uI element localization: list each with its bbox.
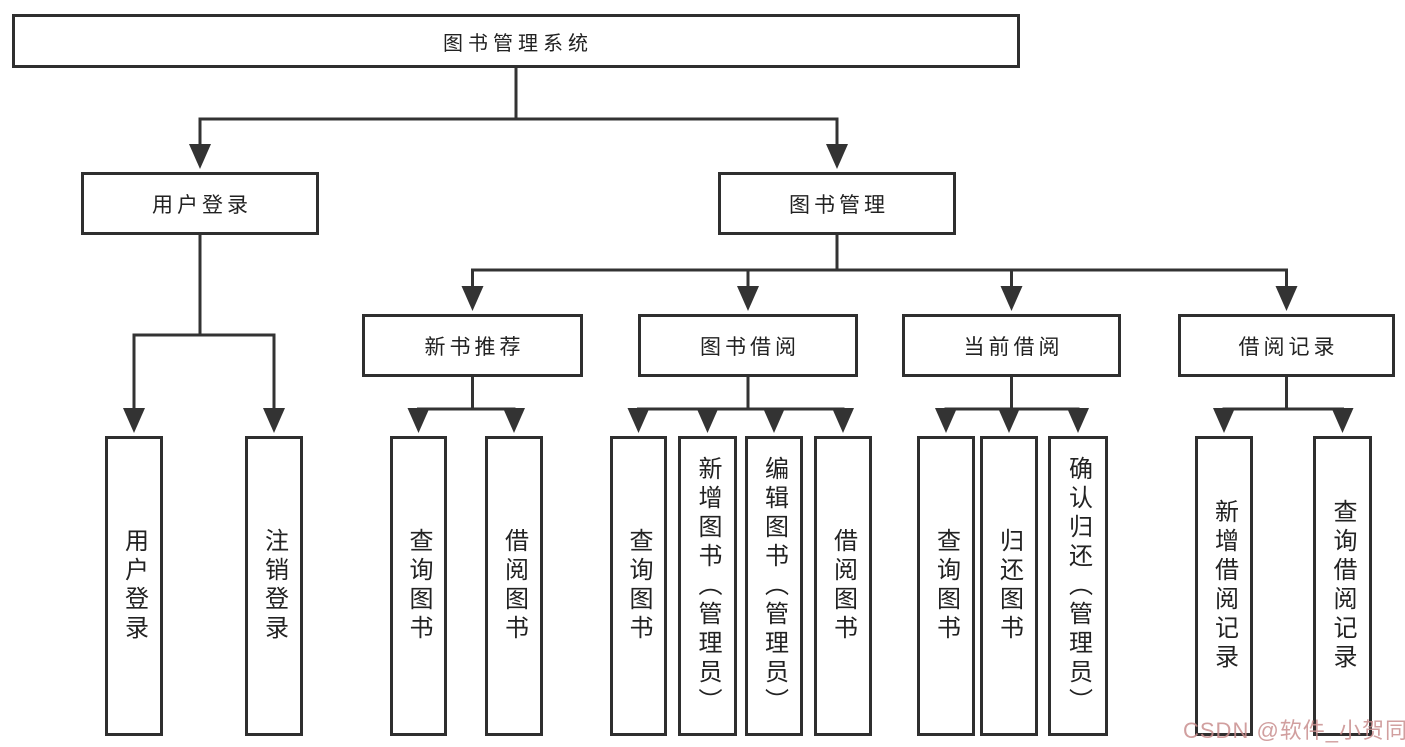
node-label-br-add-record: 新增借阅记录	[1210, 499, 1238, 673]
node-label-book-mgmt: 图书管理	[789, 193, 889, 217]
node-borrow-record: 借阅记录	[1178, 314, 1395, 377]
node-label-cb-query-book: 查询图书	[932, 528, 960, 644]
node-label-cb-confirm-ret: 确认归还（管理员）	[1064, 455, 1092, 717]
node-label-br-query-record: 查询借阅记录	[1329, 499, 1356, 673]
node-book-borrow: 图书借阅	[638, 314, 858, 377]
node-new-book-rec: 新书推荐	[362, 314, 583, 377]
node-br-query-record: 查询借阅记录	[1313, 436, 1372, 736]
node-book-mgmt: 图书管理	[718, 172, 956, 235]
node-label-nb-borrow-book: 借阅图书	[500, 528, 528, 644]
node-label-book-borrow: 图书借阅	[700, 335, 800, 359]
csdn-watermark: CSDN @软件_小贺同学	[1183, 718, 1405, 743]
node-bb-borrow-book: 借阅图书	[814, 436, 872, 736]
node-bb-add-book: 新增图书（管理员）	[678, 436, 737, 736]
node-label-new-book-rec: 新书推荐	[424, 335, 525, 359]
node-cb-query-book: 查询图书	[917, 436, 975, 736]
node-nb-query-book: 查询图书	[390, 436, 447, 736]
node-logout-action: 注销登录	[245, 436, 303, 736]
node-label-bb-query-book: 查询图书	[625, 528, 652, 644]
node-nb-borrow-book: 借阅图书	[485, 436, 543, 736]
node-label-bb-edit-book: 编辑图书（管理员）	[760, 455, 788, 717]
node-label-nb-query-book: 查询图书	[405, 528, 432, 644]
node-label-user-login: 用户登录	[152, 193, 252, 217]
node-label-cb-return-book: 归还图书	[995, 528, 1023, 644]
node-label-current-borrow: 当前借阅	[963, 335, 1064, 359]
node-cb-return-book: 归还图书	[980, 436, 1038, 736]
node-root: 图书管理系统	[12, 14, 1020, 68]
node-bb-edit-book: 编辑图书（管理员）	[745, 436, 803, 736]
node-login-action: 用户登录	[105, 436, 163, 736]
node-label-logout-action: 注销登录	[260, 528, 288, 644]
node-label-bb-borrow-book: 借阅图书	[829, 528, 857, 644]
node-bb-query-book: 查询图书	[610, 436, 667, 736]
node-current-borrow: 当前借阅	[902, 314, 1121, 377]
node-label-root: 图书管理系统	[443, 32, 593, 55]
node-br-add-record: 新增借阅记录	[1195, 436, 1253, 736]
node-label-login-action: 用户登录	[120, 528, 148, 644]
node-user-login: 用户登录	[81, 172, 319, 235]
node-cb-confirm-ret: 确认归还（管理员）	[1048, 436, 1108, 736]
node-label-bb-add-book: 新增图书（管理员）	[694, 455, 721, 717]
node-label-borrow-record: 借阅记录	[1238, 335, 1339, 359]
